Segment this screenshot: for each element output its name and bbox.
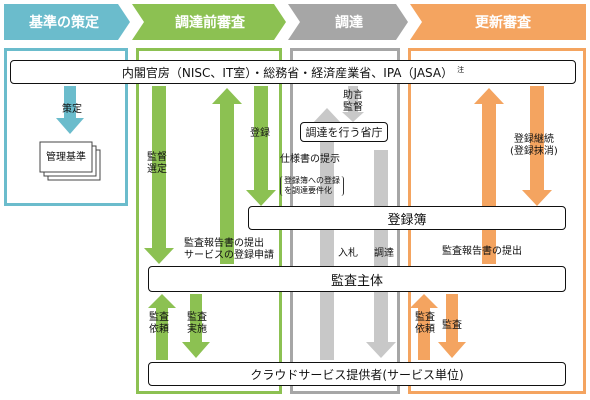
label-bid: 入札 — [338, 248, 358, 259]
label-formulate: 策定 — [62, 104, 82, 115]
authority-note: 注 — [457, 66, 465, 74]
procuring-agency-box: 調達を行う省庁 — [300, 122, 388, 142]
arrow-audit-execute-down — [182, 294, 210, 358]
label-report-submit: 監査報告書の提出 — [442, 246, 522, 257]
arrow-report-up — [212, 88, 242, 264]
arrow-update-down — [522, 86, 552, 206]
registry-label: 登録簿 — [387, 212, 427, 228]
arrow-advice-down — [342, 86, 364, 122]
label-update-continue: 登録継続 (登録抹消) — [510, 134, 558, 157]
arrow-supervise-down — [144, 86, 174, 264]
label-renewal-audit-request: 監査 依頼 — [415, 312, 435, 335]
phase-header-arrows — [4, 4, 586, 40]
arrow-renewal-audit-down — [438, 294, 466, 358]
phase-chevron-1 — [4, 4, 130, 40]
label-spec-present: 仕様書の提示 — [280, 154, 340, 165]
label-procure: 調達 — [374, 248, 394, 259]
audit-body-box: 監査主体 — [148, 266, 566, 292]
phase-label-procurement: 調達 — [335, 15, 363, 31]
document-stack-icon — [39, 141, 101, 181]
arrow-renewal-request-up — [410, 294, 438, 360]
provider-label: クラウドサービス提供者(サービス単位) — [250, 367, 464, 382]
phase-label-standard: 基準の策定 — [29, 15, 99, 31]
authority-box: 内閣官房（NISC、IT室）・総務省・経済産業省、IPA（JASA） 注 — [10, 60, 576, 84]
procuring-agency-label: 調達を行う省庁 — [305, 126, 383, 139]
registry-box: 登録簿 — [248, 206, 566, 230]
phase-chevron-4 — [410, 4, 586, 40]
column-standard — [4, 48, 128, 206]
arrow-procure-down — [366, 150, 396, 358]
phase-label-renewal: 更新審査 — [475, 15, 531, 31]
arrow-standard-down — [56, 86, 84, 134]
label-register: 登録 — [250, 128, 270, 139]
arrow-audit-request-up — [148, 294, 176, 360]
label-registry-requirement: 登録簿への登録 を調達要件化 — [280, 176, 344, 196]
audit-body-label: 監査主体 — [330, 273, 383, 289]
label-supervise-select: 監督 選定 — [147, 152, 167, 175]
label-renewal-audit: 監査 — [442, 320, 462, 331]
phase-chevron-2 — [132, 4, 286, 40]
authority-label: 内閣官房（NISC、IT室）・総務省・経済産業省、IPA（JASA） — [121, 65, 454, 80]
label-audit-execute: 監査 実施 — [187, 312, 207, 335]
phase-chevron-3 — [288, 4, 408, 40]
arrow-renewal-report-up — [474, 88, 504, 264]
phase-label-pre-procurement: 調達前審査 — [175, 15, 245, 31]
label-audit-request: 監査 依頼 — [149, 312, 169, 335]
arrow-register-down — [246, 86, 276, 206]
label-report-submit-apply: 監査報告書の提出 サービスの登録申請 — [184, 238, 274, 261]
provider-box: クラウドサービス提供者(サービス単位) — [148, 362, 566, 386]
label-advice-supervise: 助言 監督 — [343, 90, 363, 113]
management-standard-label: 管理基準 — [46, 152, 86, 163]
arrow-bid-up — [312, 108, 342, 360]
